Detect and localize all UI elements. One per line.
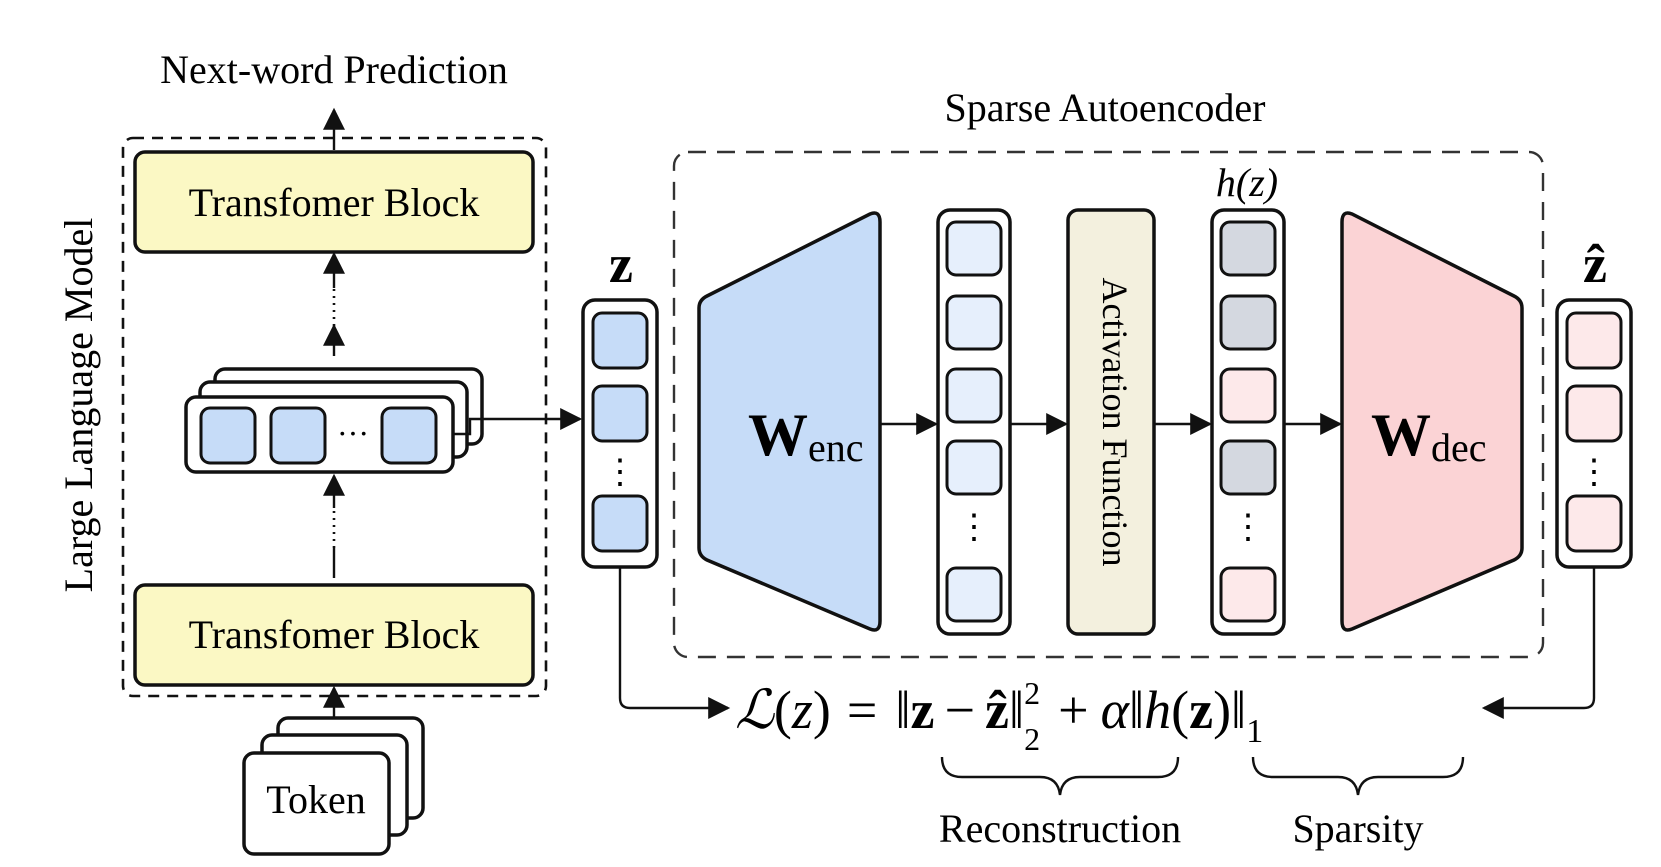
loss-minus: −	[945, 680, 975, 740]
loss-sub-2: 2	[1024, 721, 1040, 757]
w-enc-letter: W	[748, 402, 808, 468]
llm-frame	[121, 136, 548, 698]
hidden-cell-2	[269, 406, 327, 465]
h-cell-4	[1219, 439, 1277, 496]
sparsity-label: Sparsity	[1292, 806, 1423, 851]
sae-title: Sparse Autoencoder	[944, 85, 1265, 130]
z-vdots: ⋮	[603, 454, 637, 491]
decoder-weights	[1340, 211, 1524, 632]
pre-cell-n	[945, 566, 1003, 623]
arrow-z-to-loss	[618, 567, 731, 719]
h-vdots: ⋮	[1231, 509, 1265, 546]
loss-var: z	[791, 680, 813, 740]
loss-norm-close-2: ‖	[1231, 680, 1246, 740]
reconstruction-label: Reconstruction	[939, 806, 1181, 851]
z-cell-1	[591, 311, 649, 370]
llm-label: Large Language Model	[56, 218, 101, 593]
activation-function-label: Activation Function	[1095, 278, 1135, 567]
arrow-z-hat-to-loss	[1481, 567, 1596, 719]
pre-cell-2	[945, 294, 1003, 351]
z-hat-vdots: ⋮	[1577, 454, 1611, 491]
transformer-block-top-label: Transfomer Block	[189, 180, 480, 225]
h-cell-1	[1219, 220, 1277, 277]
z-hat-label: ẑ	[1583, 234, 1607, 294]
pre-vdots: ⋮	[957, 509, 991, 546]
loss-h-open: (	[1171, 680, 1189, 740]
h-cell-2	[1219, 294, 1277, 351]
encoder-weights	[697, 211, 882, 632]
w-dec-subscript: dec	[1431, 425, 1487, 470]
z-cell-n	[591, 494, 649, 553]
token-label: Token	[266, 777, 365, 822]
loss-h-z: z	[1189, 680, 1213, 740]
loss-sub-1: 1	[1246, 713, 1263, 750]
loss-plus: +	[1058, 680, 1088, 740]
w-dec-label: Wdec	[1371, 402, 1487, 470]
activation-function-box	[1066, 208, 1156, 636]
h-z-label: h(z)	[1216, 160, 1278, 205]
arrow-hidden-to-z	[453, 408, 583, 436]
hidden-cell-n	[380, 406, 438, 465]
w-enc-subscript: enc	[808, 425, 864, 470]
h-cell-n	[1219, 566, 1277, 623]
z-hat-cell-n	[1565, 494, 1623, 553]
token-box	[242, 751, 391, 856]
hidden-cell-1	[199, 406, 257, 465]
loss-sup-2: 2	[1024, 675, 1040, 711]
hidden-ellipsis: ···	[337, 415, 369, 451]
h-cell-3	[1219, 367, 1277, 424]
loss-norm-open-2: ‖	[1129, 680, 1144, 740]
sae-frame	[672, 150, 1545, 659]
z-cell-2	[591, 384, 649, 443]
loss-norm-close: ‖	[1009, 680, 1024, 740]
z-hat-cell-2	[1565, 384, 1623, 443]
loss-symbol: ℒ	[735, 680, 775, 740]
sparsity-brace	[1251, 756, 1465, 796]
loss-norm-open: ‖	[895, 680, 910, 740]
z-hat-cell-1	[1565, 311, 1623, 370]
pre-cell-4	[945, 439, 1003, 496]
pre-cell-3	[945, 367, 1003, 424]
next-word-prediction-label: Next-word Prediction	[160, 47, 508, 92]
reconstruction-brace	[940, 756, 1180, 796]
w-enc-label: Wenc	[748, 402, 864, 470]
loss-close-paren: )	[813, 680, 831, 740]
loss-open-paren: (	[774, 680, 792, 740]
h-z-text: h(z)	[1216, 160, 1278, 205]
transformer-block-bottom-label: Transfomer Block	[189, 612, 480, 657]
z-label: z	[609, 234, 633, 294]
loss-h-close: )	[1213, 680, 1231, 740]
loss-equals: =	[847, 680, 877, 740]
loss-h: h	[1144, 680, 1171, 740]
pre-cell-1	[945, 220, 1003, 277]
w-dec-letter: W	[1371, 402, 1431, 468]
loss-alpha: α	[1101, 680, 1131, 740]
loss-z: z	[911, 680, 935, 740]
transformer-block-bottom	[133, 583, 535, 687]
loss-z-hat: ẑ	[985, 680, 1009, 740]
